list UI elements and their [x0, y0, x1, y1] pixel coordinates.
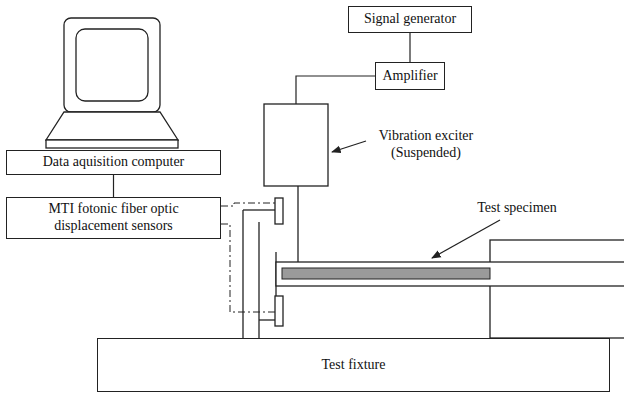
- test-specimen: [276, 262, 624, 286]
- specimen-core: [282, 268, 490, 279]
- lower-sensor: [275, 296, 283, 326]
- laptop-base: [46, 140, 178, 148]
- laptop-screen: [76, 29, 148, 101]
- connector-line: [409, 33, 410, 62]
- instrument-box: Amplifier: [375, 62, 445, 90]
- process-box: Data aquisition computer: [6, 150, 221, 175]
- leader-arrow: [332, 141, 366, 152]
- exciter-label: Vibration exciter (Suspended): [362, 128, 490, 162]
- sensor-arm: [243, 209, 275, 210]
- box-text: Signal generator: [364, 11, 456, 28]
- laptop-icon: [46, 18, 178, 148]
- sensor-cable: [221, 203, 275, 206]
- connector-line: [113, 175, 114, 197]
- box-text: Data aquisition computer: [43, 154, 185, 171]
- process-box: MTI fotonic fiber optic displacement sen…: [6, 197, 221, 239]
- box-text: Amplifier: [382, 68, 437, 85]
- box-text: Test fixture: [322, 357, 386, 374]
- fixture-base: Test fixture: [97, 338, 610, 392]
- upper-sensor: [275, 198, 283, 224]
- laptop-screen-frame: [64, 18, 160, 112]
- sensor-arm: [259, 319, 275, 320]
- exciter-stinger: [297, 186, 298, 262]
- clamp-block: [490, 240, 624, 338]
- laptop-keyboard: [46, 112, 178, 140]
- leader-arrow: [432, 220, 500, 258]
- fixture-post: [242, 210, 243, 338]
- box-text: MTI fotonic fiber optic displacement sen…: [13, 201, 214, 235]
- sensor-cable: [221, 224, 275, 312]
- exciter-wire: [296, 76, 377, 104]
- instrument-box: Signal generator: [348, 6, 472, 33]
- vibration-exciter: [264, 104, 328, 186]
- specimen-label: Test specimen: [462, 200, 572, 217]
